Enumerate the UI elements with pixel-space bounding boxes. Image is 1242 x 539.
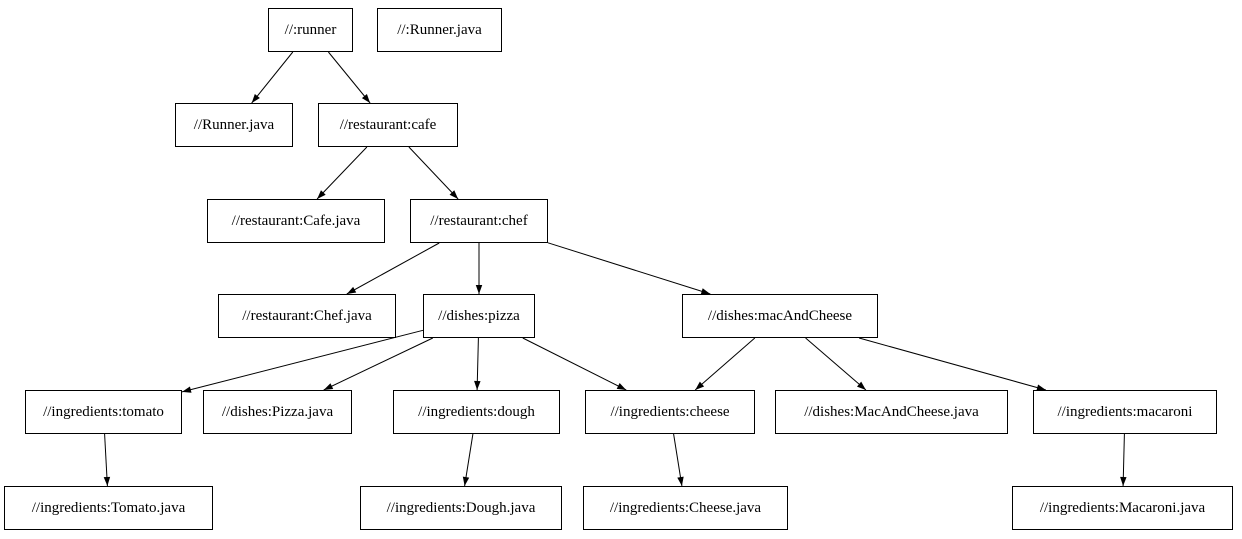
edge-chef-chef_java — [346, 242, 440, 295]
graph-node-cafe_java: //restaurant:Cafe.java — [207, 199, 385, 243]
graph-node-runner: //:runner — [268, 8, 353, 52]
graph-node-mac_and_cheese_java: //dishes:MacAndCheese.java — [775, 390, 1008, 434]
graph-node-runner_java: //Runner.java — [175, 103, 293, 147]
graph-node-chef_java: //restaurant:Chef.java — [218, 294, 396, 338]
graph-node-runner_java_top: //:Runner.java — [377, 8, 502, 52]
graph-node-dough_java: //ingredients:Dough.java — [360, 486, 562, 530]
edge-cheese-cheese_java — [673, 433, 684, 487]
edge-dough-dough_java — [462, 433, 474, 487]
graph-node-macaroni_java: //ingredients:Macaroni.java — [1012, 486, 1233, 530]
graph-node-pizza_java: //dishes:Pizza.java — [203, 390, 352, 434]
edge-cafe-chef — [408, 146, 459, 200]
graph-node-chef: //restaurant:chef — [410, 199, 548, 243]
graph-node-cheese_java: //ingredients:Cheese.java — [583, 486, 788, 530]
graph-node-cheese: //ingredients:cheese — [585, 390, 755, 434]
graph-node-mac_and_cheese: //dishes:macAndCheese — [682, 294, 878, 338]
graph-node-cafe: //restaurant:cafe — [318, 103, 458, 147]
edge-tomato-tomato_java — [103, 433, 111, 487]
edge-pizza-pizza_java — [323, 337, 434, 391]
edge-runner-cafe — [328, 51, 371, 104]
edge-macaroni-macaroni_java — [1120, 433, 1127, 487]
graph-node-macaroni: //ingredients:macaroni — [1033, 390, 1217, 434]
edge-pizza-tomato — [181, 329, 424, 393]
graph-node-pizza: //dishes:pizza — [423, 294, 535, 338]
edge-mac_and_cheese-cheese — [694, 337, 756, 391]
edge-pizza-cheese — [522, 337, 627, 391]
graph-node-tomato: //ingredients:tomato — [25, 390, 182, 434]
edge-mac_and_cheese-mac_and_cheese_java — [805, 337, 867, 391]
edge-runner-runner_java — [251, 51, 294, 104]
edge-pizza-dough — [474, 337, 481, 391]
edge-mac_and_cheese-macaroni — [858, 337, 1047, 391]
graph-node-dough: //ingredients:dough — [393, 390, 560, 434]
edge-cafe-cafe_java — [316, 146, 368, 200]
graph-node-tomato_java: //ingredients:Tomato.java — [4, 486, 213, 530]
edge-chef-mac_and_cheese — [547, 242, 711, 295]
